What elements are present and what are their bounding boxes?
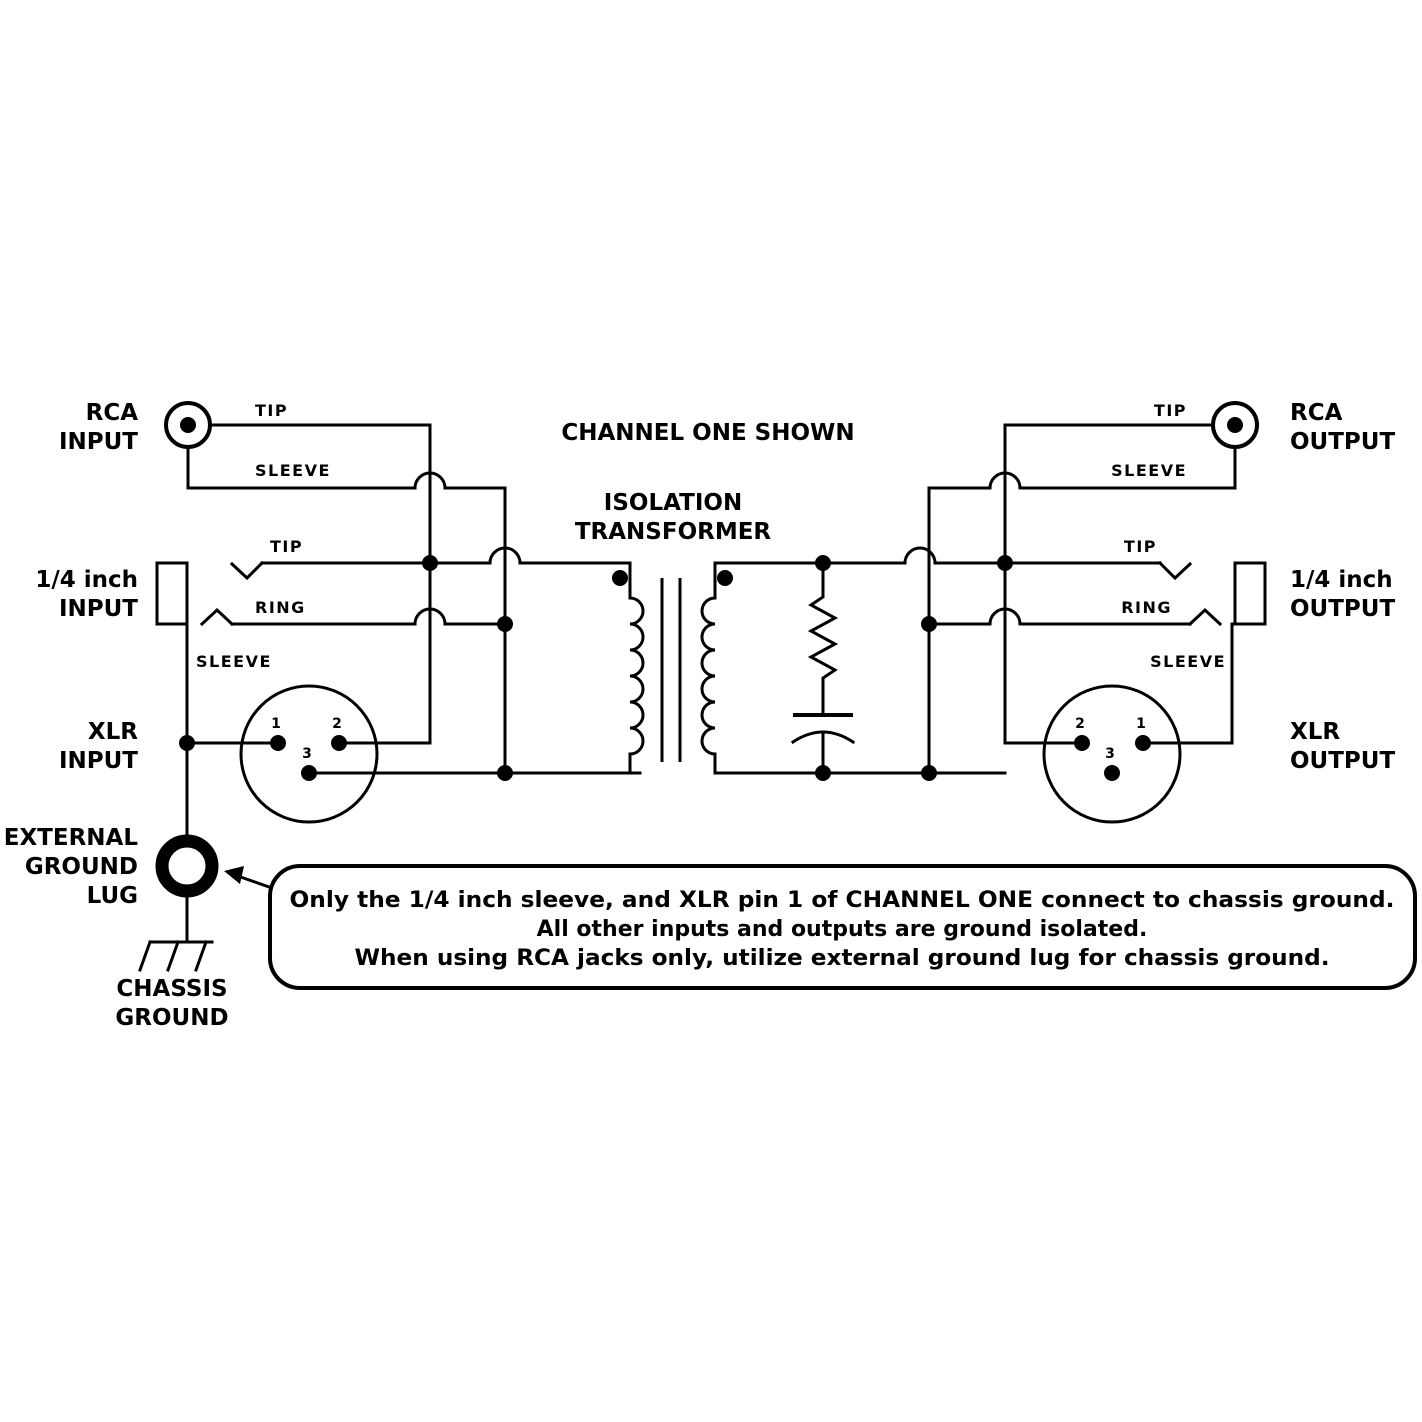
quarter-input-tip-contact [229,560,265,581]
chassis-ground-hatch-icon [138,940,208,972]
quarter-output-label-line2: OUTPUT [1290,596,1395,622]
quarter-input-jack-icon [155,561,189,626]
xlr-output-label-line2: OUTPUT [1290,748,1395,774]
junction-dot [997,555,1013,571]
quarter-output-ring-label: RING [1121,598,1172,617]
arrow-head-icon [224,866,244,884]
rc-network [738,546,1007,781]
rca-output-center-pin [1227,417,1243,433]
rca-input-label-line1: RCA [86,400,139,426]
xlr-output-connector-icon [1042,684,1182,824]
junction-dot [921,765,937,781]
xlr-input-pin1-label: 1 [271,716,281,732]
quarter-input-ring-label: RING [255,598,306,617]
chassis-ground-label-line2: GROUND [115,1005,228,1031]
ground-lug-label-line2: GROUND [25,854,138,880]
quarter-input-label-line2: INPUT [59,596,138,622]
rca-input-label-line2: INPUT [59,429,138,455]
channel-label: CHANNEL ONE SHOWN [561,420,854,446]
transformer-label-line1: ISOLATION [604,490,742,516]
xlr-output-pin2 [1074,735,1090,751]
chassis-ground-label-line1: CHASSIS [116,976,227,1002]
xlr-output-label-line1: XLR [1290,719,1340,745]
xlr-output-pin1 [1135,735,1151,751]
quarter-output-sleeve-wire [1141,622,1234,745]
quarter-output-jack-icon [1233,561,1267,626]
junction-dot [497,765,513,781]
note-line-3: When using RCA jacks only, utilize exter… [355,946,1330,971]
xlr-input-label-line2: INPUT [59,748,138,774]
rca-input-center-pin [180,417,196,433]
secondary-winding-icon [700,561,717,775]
quarter-output-tip-label: TIP [1124,537,1157,556]
ground-lug-label-line3: LUG [87,883,138,909]
xlr-input-pin2-label: 2 [332,716,342,732]
isolation-transformer [612,561,742,775]
quarter-output-ring-wire [927,607,1192,626]
primary-winding-icon [628,561,645,775]
rca-input-sleeve-label: SLEEVE [255,461,331,480]
quarter-input-ring-wire [230,607,507,626]
output-hot-wire [738,546,1007,565]
labels: CHANNEL ONE SHOWN ISOLATION TRANSFORMER … [4,400,1396,1031]
resistor-icon [807,561,839,717]
quarter-input-label-line1: 1/4 inch [35,567,138,593]
xlr-input-connector-icon [239,684,379,824]
ground-lug-label-line1: EXTERNAL [4,825,139,851]
quarter-input-ring-contact [199,607,235,627]
note-line-1: Only the 1/4 inch sleeve, and XLR pin 1 … [290,888,1395,913]
xlr-output-pin2-label: 2 [1075,716,1085,732]
quarter-output-ring-contact [1187,607,1223,627]
rca-input-tip-wire [208,423,432,745]
quarter-input-sleeve-label: SLEEVE [196,652,272,671]
xlr-input-pin2 [331,735,347,751]
rca-output-sleeve-label: SLEEVE [1111,461,1187,480]
quarter-output-tip-contact [1157,560,1193,581]
xlr-input-label-line1: XLR [88,719,138,745]
junction-dot [422,555,438,571]
note-line-2: All other inputs and outputs are ground … [537,917,1148,942]
note-callout-box [268,864,1417,990]
ground-lug-icon [155,834,219,898]
junction-dot [497,616,513,632]
rca-input-tip-label: TIP [255,401,288,420]
rca-output-label-line1: RCA [1290,400,1343,426]
xlr-input-pin3-label: 3 [302,746,312,762]
quarter-output-label-line1: 1/4 inch [1290,567,1393,593]
secondary-phase-dot [717,570,733,586]
junction-dot [815,765,831,781]
quarter-input-tip-label: TIP [270,537,303,556]
junction-dot [815,555,831,571]
rca-input-sleeve-wire [186,445,507,490]
ground-section [138,834,274,972]
junction-dot [179,735,195,751]
junction-dot [921,616,937,632]
rca-output-tip-label: TIP [1154,401,1187,420]
primary-phase-dot [612,570,628,586]
xlr-output-pin3 [1104,765,1120,781]
xlr-output-pin1-label: 1 [1136,716,1146,732]
input-wiring [155,401,642,840]
transformer-label-line2: TRANSFORMER [575,519,772,545]
rca-output-sleeve-wire [927,445,1237,490]
quarter-input-tip-wire [260,546,632,565]
rca-output-label-line2: OUTPUT [1290,429,1395,455]
output-wiring [921,401,1267,824]
xlr-input-pin1 [270,735,286,751]
xlr-output-pin3-label: 3 [1105,746,1115,762]
quarter-output-sleeve-label: SLEEVE [1150,652,1226,671]
